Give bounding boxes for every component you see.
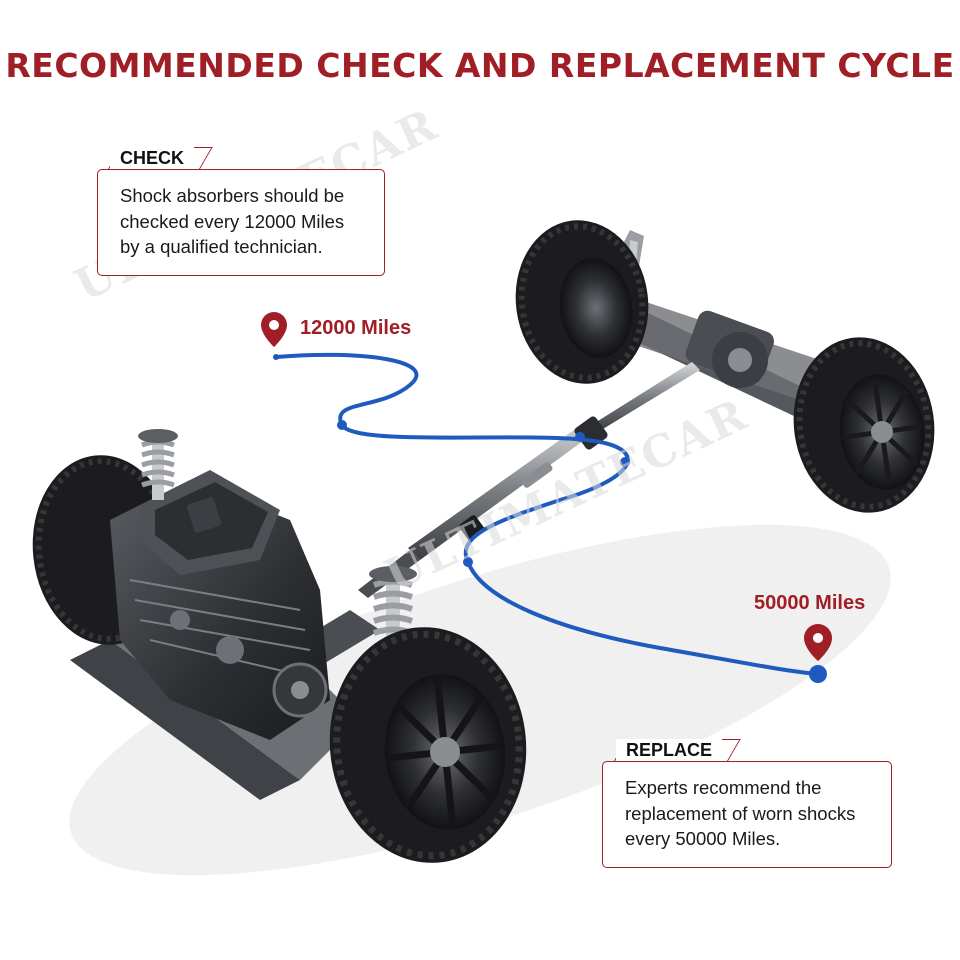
rear-left-wheel	[515, 220, 649, 384]
engine	[110, 470, 330, 740]
replace-card: Experts recommend the replacement of wor…	[602, 761, 892, 868]
end-mileage-label: 50000 Miles	[754, 592, 866, 614]
front-right-wheel	[329, 627, 527, 863]
route-dot	[463, 557, 473, 567]
check-tag: CHECK	[110, 147, 195, 169]
route-dot	[575, 432, 585, 442]
replace-line: Experts recommend the	[625, 777, 822, 798]
map-pin-icon	[804, 624, 832, 661]
check-line: checked every 12000 Miles	[120, 210, 345, 232]
check-card: Shock absorbers should be checked every …	[97, 169, 385, 276]
replace-line: every 50000 Miles.	[625, 828, 781, 849]
route-dot-end	[809, 665, 827, 683]
driveshaft	[358, 362, 700, 598]
replace-line: replacement of worn shocks	[625, 802, 856, 824]
map-pin-icon	[261, 312, 287, 347]
route-dot-start	[273, 354, 279, 360]
rear-right-wheel	[793, 337, 935, 513]
check-line: Shock absorbers should be	[120, 185, 345, 206]
rear-axle	[590, 230, 850, 440]
page-title: RECOMMENDED CHECK AND REPLACEMENT CYCLE	[5, 46, 955, 85]
start-mileage-label: 12000 Miles	[300, 317, 412, 339]
route-dot	[337, 420, 347, 430]
route-dot	[620, 457, 630, 467]
front-left-strut	[138, 429, 178, 500]
replace-tag: REPLACE	[616, 739, 723, 761]
check-line: by a qualified technician.	[120, 236, 323, 257]
